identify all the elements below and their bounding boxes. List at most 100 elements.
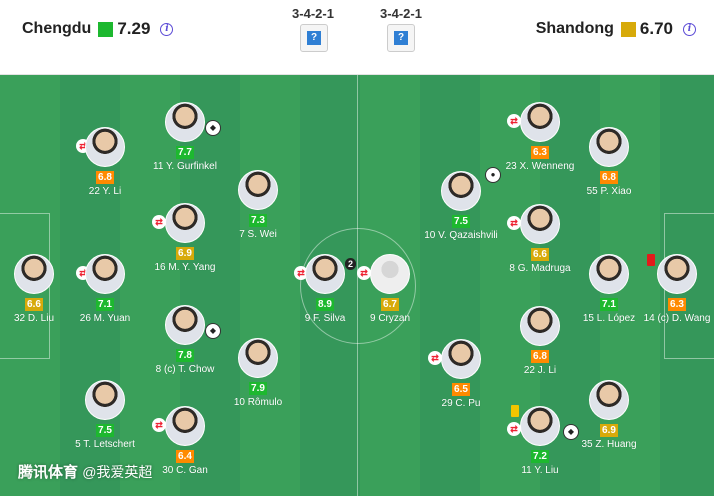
player-photo [165, 102, 205, 142]
player-h5[interactable]: ◆ 7.7 11 Y. Gurfinkel [130, 102, 240, 173]
player-a3[interactable]: ⇄ 6.6 8 G. Madruga [485, 204, 595, 275]
substitution-icon: ⇄ [357, 266, 371, 280]
player-name: 11 Y. Gurfinkel [153, 161, 217, 172]
ball-icon: ◆ [563, 424, 579, 440]
player-rating: 6.4 [176, 450, 194, 463]
player-photo [441, 171, 481, 211]
player-rating: 6.9 [600, 424, 618, 437]
away-formation: 3-4-2-1 [380, 6, 422, 21]
player-rating: 6.6 [25, 298, 43, 311]
question-icon: ? [307, 31, 321, 45]
player-name: 30 C. Gan [162, 465, 208, 476]
player-a4[interactable]: ⇄ 6.3 23 X. Wenneng [485, 102, 595, 173]
player-rating: 6.3 [668, 298, 686, 311]
player-photo [305, 254, 345, 294]
player-h3[interactable]: ⇄ 7.1 26 M. Yuan [50, 254, 160, 325]
player-a9[interactable]: 7.1 15 L. López [554, 254, 664, 325]
player-name: 11 Y. Liu [521, 465, 559, 476]
goal-count-badge: 2 [345, 258, 357, 270]
player-h6[interactable]: ⇄ 6.9 16 M. Y. Yang [130, 203, 240, 274]
player-photo [589, 127, 629, 167]
substitution-icon: ⇄ [507, 216, 521, 230]
player-a2[interactable]: ● 7.5 10 V. Qazaishvili [406, 167, 516, 242]
player-name: 15 L. López [582, 313, 636, 324]
player-photo [441, 339, 481, 379]
pitch: 6.6 32 D. Liu ⇄ 6.8 22 Y. Li ⇄ 7.1 26 M.… [0, 75, 714, 496]
away-team-name: Shandong [535, 20, 614, 37]
player-a8[interactable]: 6.8 55 P. Xiao [554, 127, 664, 198]
player-name: 26 M. Yuan [79, 313, 131, 324]
question-icon: ? [394, 31, 408, 45]
player-photo [520, 406, 560, 446]
player-photo [520, 102, 560, 142]
home-formation: 3-4-2-1 [292, 6, 334, 21]
red-card-icon [647, 254, 655, 266]
player-photo [165, 406, 205, 446]
player-rating: 7.7 [176, 146, 194, 159]
player-name: 8 G. Madruga [509, 263, 571, 274]
player-a11[interactable]: 6.3 14 (c) D. Wang [622, 254, 714, 325]
watermark: 腾讯体育 @我爱英超 [18, 461, 152, 482]
ball-icon: ◆ [205, 120, 221, 136]
player-name: 29 C. Pu [441, 398, 481, 409]
player-rating: 7.3 [249, 214, 267, 227]
player-h10[interactable]: 7.9 10 Rômulo [203, 338, 313, 409]
player-rating: 7.9 [249, 382, 267, 395]
ball-icon: ● [485, 167, 501, 183]
player-a5[interactable]: 6.8 22 J. Li [485, 306, 595, 377]
player-h4[interactable]: 7.5 5 T. Letschert [50, 380, 160, 451]
player-photo [370, 254, 410, 294]
player-name: 10 V. Qazaishvili [424, 230, 498, 241]
player-name: 23 X. Wenneng [505, 161, 575, 172]
home-team-name: Chengdu [22, 20, 92, 37]
center-circle [300, 228, 416, 344]
away-team-summary: Shandong 6.70 i [536, 19, 696, 39]
player-name: 14 (c) D. Wang [643, 313, 711, 324]
player-rating: 7.5 [452, 215, 470, 228]
player-h9[interactable]: 7.3 7 S. Wei [203, 170, 313, 241]
player-h7[interactable]: ◆ 7.8 8 (c) T. Chow [130, 305, 240, 376]
player-name: 16 M. Y. Yang [154, 262, 216, 273]
player-name: 35 Z. Huang [581, 439, 637, 450]
substitution-icon: ⇄ [507, 114, 521, 128]
player-a10[interactable]: 6.9 35 Z. Huang [554, 380, 664, 451]
player-name: 10 Rômulo [233, 397, 283, 408]
player-a1[interactable]: ⇄ 6.7 9 Cryzan [335, 254, 445, 325]
player-a6[interactable]: ⇄ 6.5 29 C. Pu [406, 339, 516, 410]
ball-icon: ◆ [205, 323, 221, 339]
player-h1[interactable]: 6.6 32 D. Liu [0, 254, 89, 325]
info-icon[interactable]: i [160, 22, 174, 36]
player-photo [589, 380, 629, 420]
player-rating: 6.8 [531, 350, 549, 363]
away-formation-badge[interactable]: ? [387, 24, 415, 52]
player-photo [85, 254, 125, 294]
substitution-icon: ⇄ [294, 266, 308, 280]
player-rating: 6.5 [452, 383, 470, 396]
player-rating: 8.9 [316, 298, 334, 311]
player-h2[interactable]: ⇄ 6.8 22 Y. Li [50, 127, 160, 198]
player-rating: 6.9 [176, 247, 194, 260]
player-rating: 7.1 [600, 298, 618, 311]
player-rating: 6.7 [381, 298, 399, 311]
player-name: 22 J. Li [523, 365, 557, 376]
player-rating: 7.5 [96, 424, 114, 437]
player-name: 9 F. Silva [304, 313, 346, 324]
yellow-card-icon [511, 405, 519, 417]
player-name: 22 Y. Li [88, 186, 122, 197]
player-rating: 7.1 [96, 298, 114, 311]
player-photo [165, 203, 205, 243]
home-formation-badge[interactable]: ? [300, 24, 328, 52]
home-rating-swatch [98, 21, 114, 37]
player-rating: 7.8 [176, 349, 194, 362]
player-photo [520, 306, 560, 346]
player-h11[interactable]: ⇄ 2 8.9 9 F. Silva [270, 254, 380, 325]
watermark-handle: @我爱英超 [82, 464, 153, 480]
info-icon[interactable]: i [683, 22, 696, 36]
substitution-icon: ⇄ [152, 418, 166, 432]
player-h8[interactable]: ⇄ 6.4 30 C. Gan [130, 406, 240, 477]
player-rating: 6.6 [531, 248, 549, 261]
player-photo [85, 380, 125, 420]
player-a7[interactable]: ◆ ⇄ 7.2 11 Y. Liu [485, 405, 595, 477]
player-rating: 6.3 [531, 146, 549, 159]
player-photo [14, 254, 54, 294]
